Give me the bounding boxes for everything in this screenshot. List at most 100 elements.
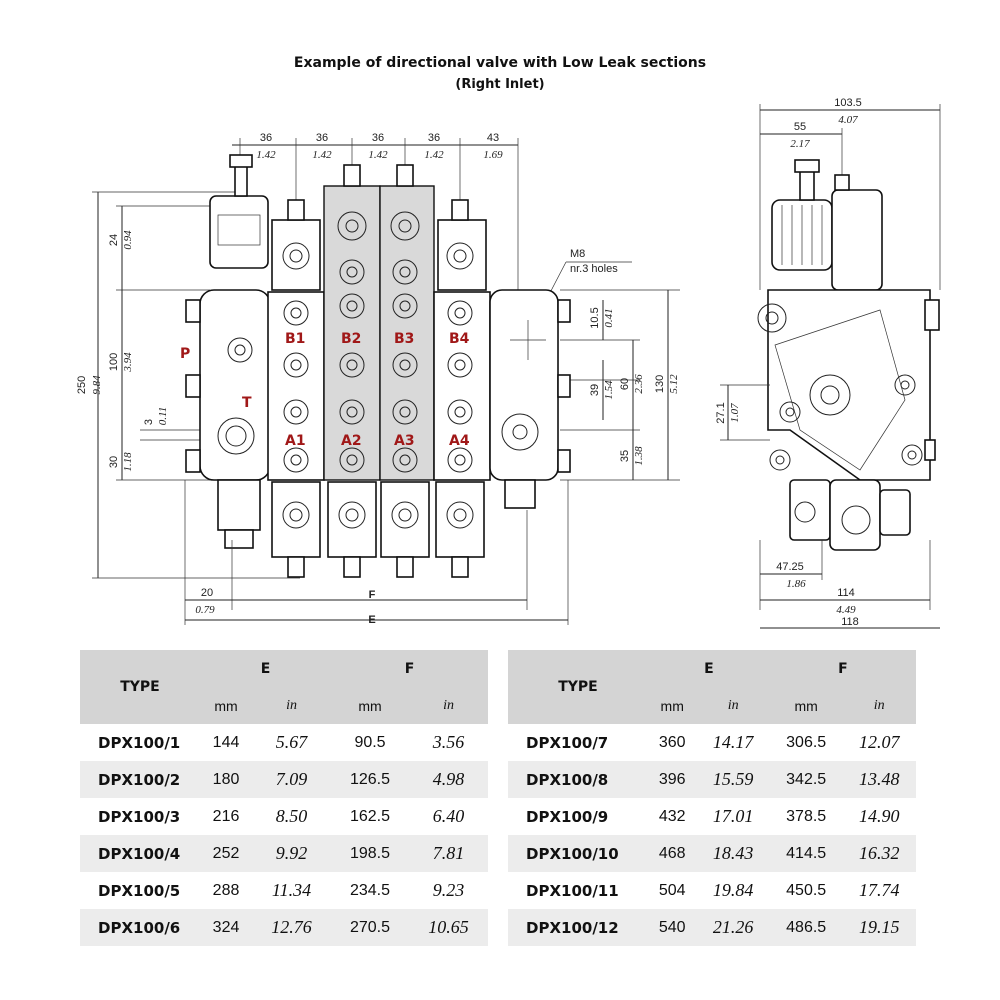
port-a2-label: A2	[341, 433, 362, 449]
inlet-section	[185, 154, 271, 549]
left-dim-24-in: 0.94	[122, 230, 134, 250]
top-dim-3-mm: 36	[372, 132, 384, 144]
f-in-cell: 10.65	[409, 909, 488, 946]
header-e: E	[200, 650, 331, 688]
top-dim-5-mm: 43	[487, 132, 499, 144]
m8-label: M8	[570, 248, 585, 260]
e-in-cell: 9.92	[252, 835, 331, 872]
side-dim-103-5-mm: 103.5	[834, 97, 862, 109]
type-cell: DPX100/12	[508, 909, 648, 946]
right-dim-35-mm: 35	[619, 450, 631, 462]
type-cell: DPX100/5	[98, 881, 181, 900]
f-in-cell: 19.15	[842, 909, 916, 946]
f-mm-cell: 126.5	[330, 761, 410, 798]
top-dim-5-in: 1.69	[483, 149, 503, 161]
header-e-mm: mm	[200, 688, 253, 724]
right-dimension-chain: 10.5 0.41 39 1.54 60 2.36 130 5.12 35 1.…	[560, 289, 680, 481]
f-mm-cell: 414.5	[769, 835, 843, 872]
header-f-in: in	[842, 688, 916, 724]
holes-label: nr.3 holes	[570, 263, 618, 275]
table-row: DPX100/10 468 18.43 414.5 16.32	[508, 835, 916, 872]
e-in-cell: 18.43	[696, 835, 770, 872]
section-4	[433, 199, 491, 578]
right-dim-10-5-in: 0.41	[603, 308, 615, 327]
left-dim-3-in: 0.11	[157, 407, 169, 425]
e-in-cell: 12.76	[252, 909, 331, 946]
header-type: TYPE	[508, 650, 648, 724]
port-b4-label: B4	[449, 331, 470, 347]
bottom-dim-20-mm: 20	[201, 587, 213, 599]
header-e: E	[648, 650, 770, 688]
right-dim-130-in: 5.12	[668, 374, 680, 394]
left-dim-250-in: 9.84	[91, 375, 103, 395]
e-mm-cell: 144	[212, 733, 240, 751]
port-b1-label: B1	[285, 331, 305, 347]
type-cell: DPX100/10	[508, 835, 648, 872]
right-dim-60-in: 2.36	[633, 374, 645, 394]
side-dim-118-mm: 118	[841, 616, 859, 628]
type-cell: DPX100/3	[98, 807, 181, 826]
table-row: DPX100/1 144 5.67 90.5 3.56	[80, 724, 488, 761]
e-mm-cell: 180	[200, 761, 253, 798]
side-dim-114-in: 4.49	[836, 604, 856, 616]
type-cell: DPX100/6	[80, 909, 200, 946]
right-dim-39-mm: 39	[589, 384, 601, 396]
e-mm-cell: 252	[200, 835, 253, 872]
bottom-dim-f-label: F	[369, 589, 376, 601]
e-in-cell: 14.17	[712, 732, 754, 752]
f-in-cell: 16.32	[842, 835, 916, 872]
left-dim-250-mm: 250	[76, 376, 88, 394]
f-in-cell: 6.40	[432, 806, 465, 826]
section-3	[379, 164, 435, 578]
table-row: DPX100/7 360 14.17 306.5 12.07	[508, 724, 916, 761]
e-mm-cell: 288	[212, 881, 240, 899]
port-t-label: T	[242, 395, 252, 411]
left-dim-100-mm: 100	[108, 353, 120, 371]
f-in-cell: 4.98	[409, 761, 488, 798]
header-e-mm: mm	[648, 688, 697, 724]
header-e-in: in	[696, 688, 770, 724]
bottom-dim-20-in: 0.79	[195, 604, 215, 616]
e-mm-cell: 360	[658, 733, 686, 751]
e-in-cell: 17.01	[712, 806, 754, 826]
f-mm-cell: 234.5	[349, 881, 391, 899]
e-mm-cell: 504	[658, 881, 686, 899]
top-dim-4-in: 1.42	[424, 149, 444, 161]
top-dim-4-mm: 36	[428, 132, 440, 144]
side-dim-103-5-in: 4.07	[838, 114, 858, 126]
top-dim-1-in: 1.42	[256, 149, 276, 161]
e-mm-cell: 324	[200, 909, 253, 946]
type-cell: DPX100/7	[526, 733, 609, 752]
e-mm-cell: 216	[212, 807, 240, 825]
e-mm-cell: 540	[648, 909, 697, 946]
top-dim-3-in: 1.42	[368, 149, 388, 161]
table-row: DPX100/9 432 17.01 378.5 14.90	[508, 798, 916, 835]
type-cell: DPX100/8	[508, 761, 648, 798]
f-mm-cell: 342.5	[769, 761, 843, 798]
port-a1-label: A1	[285, 433, 306, 449]
header-f: F	[769, 650, 916, 688]
f-mm-cell: 270.5	[330, 909, 410, 946]
header-f-mm: mm	[769, 688, 843, 724]
side-dim-47-25-in: 1.86	[786, 578, 806, 590]
bottom-dim-e-label: E	[368, 614, 375, 626]
side-view: 103.5 4.07 55 2.17	[715, 97, 941, 629]
left-dim-30-mm: 30	[108, 456, 120, 468]
right-dim-10-5-mm: 10.5	[589, 307, 601, 328]
right-dim-130-mm: 130	[654, 375, 666, 393]
table-row: DPX100/12 540 21.26 486.5 19.15	[508, 909, 916, 946]
section-2	[323, 164, 381, 578]
header-f-mm: mm	[330, 688, 410, 724]
e-mm-cell: 432	[658, 807, 686, 825]
port-b3-label: B3	[394, 331, 414, 347]
e-in-cell: 15.59	[696, 761, 770, 798]
table-row: DPX100/3 216 8.50 162.5 6.40	[80, 798, 488, 835]
f-mm-cell: 162.5	[349, 807, 391, 825]
e-mm-cell: 468	[648, 835, 697, 872]
end-cover	[489, 289, 571, 509]
drawing-subtitle: (Right Inlet)	[455, 77, 545, 92]
e-in-cell: 21.26	[696, 909, 770, 946]
header-e-in: in	[252, 688, 331, 724]
type-cell: DPX100/9	[526, 807, 609, 826]
section-1	[267, 199, 325, 578]
